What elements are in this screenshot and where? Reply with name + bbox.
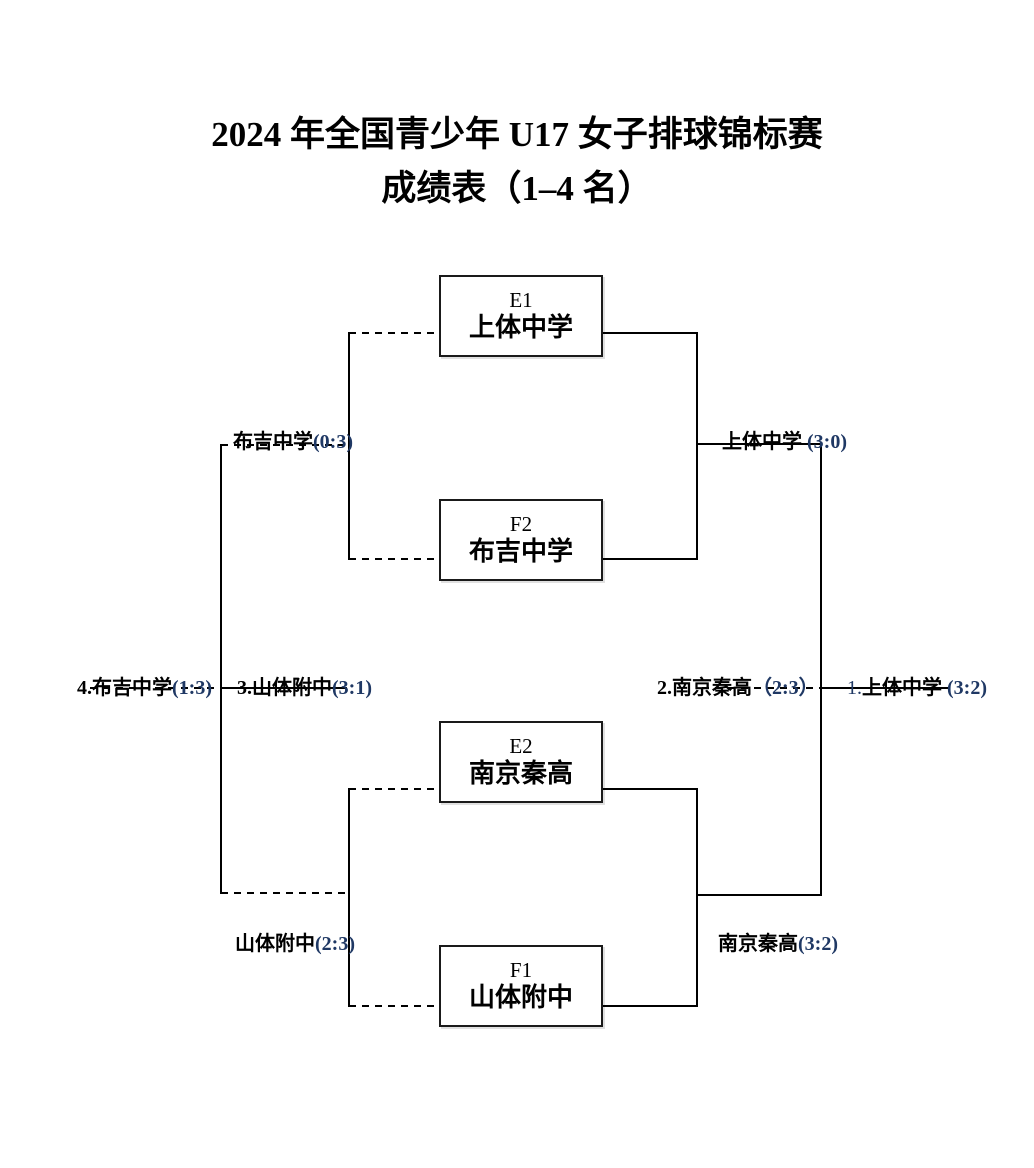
bracket-line-dashed-f2-left [349, 558, 439, 560]
bracket-line-dashed-f1-left [349, 1005, 439, 1007]
team-code: E2 [509, 734, 533, 758]
bracket-line-f1-right [603, 1005, 698, 1007]
bracket-line-semi2-winner [696, 894, 822, 896]
bracket-vertical-left-top [348, 332, 350, 560]
team-box-e1: E1 上体中学 [439, 275, 603, 357]
score-text: （2:3） [752, 677, 819, 699]
label-place3: 3.山体附中(3:1) [227, 648, 372, 700]
bracket-line-semi1-winner [696, 443, 822, 445]
bracket-line-place3 [221, 687, 347, 689]
bracket-line-dashed-place2 [702, 687, 820, 689]
page-title-line1: 2024 年全国青少年 U17 女子排球锦标赛 [211, 115, 823, 154]
team-code: F2 [509, 512, 533, 536]
team-name-text: 3.山体附中 [237, 677, 332, 699]
team-name-text: 4.布吉中学 [77, 677, 172, 699]
label-place1-champion: 1.上体中学 (3:2) [837, 648, 987, 700]
bracket-line-place1 [820, 687, 948, 689]
bracket-line-dashed-e2-left [349, 788, 439, 790]
bracket-line-dashed-semi2-loser [221, 892, 349, 894]
team-box-e2: E2 南京秦高 [439, 721, 603, 803]
score-text: (0:3) [313, 431, 353, 453]
team-name-text: 山体附中 [235, 933, 315, 955]
score-text: (3:2) [942, 677, 987, 699]
team-name: 山体附中 [468, 983, 573, 1012]
label-semifinal2-loser: 山体附中(2:3) [225, 904, 355, 956]
team-name-text: 上体中学 [862, 677, 942, 699]
bracket-line-dashed-semi1-loser [221, 444, 349, 446]
team-code: F1 [509, 958, 533, 982]
label-semifinal1-loser: 布吉中学(0:3) [223, 402, 353, 454]
team-name: 布吉中学 [468, 537, 573, 566]
bracket-line-e2-right [603, 788, 698, 790]
team-name-text: 南京秦高 [718, 933, 798, 955]
label-semifinal2-winner: 南京秦高(3:2) [708, 904, 838, 956]
score-text: (3:0) [802, 431, 847, 453]
bracket-vertical-left-bottom [348, 788, 350, 1007]
score-text: (3:1) [332, 677, 372, 699]
bracket-vertical-right-top [696, 332, 698, 560]
label-place2: 2.南京秦高（2:3） [647, 648, 819, 700]
bracket-vertical-final [820, 443, 822, 896]
team-box-f1: F1 山体附中 [439, 945, 603, 1027]
team-name: 上体中学 [468, 313, 573, 342]
page-title-line2: 成绩表（1–4 名） [381, 169, 653, 208]
bracket-line-dashed-place4 [90, 687, 221, 689]
bracket-vertical-right-bottom [696, 788, 698, 1007]
score-text: (3:2) [798, 933, 838, 955]
team-name-text: 上体中学 [722, 431, 802, 453]
team-name-text: 2.南京秦高 [657, 677, 752, 699]
rank-prefix-text: 1. [847, 677, 862, 699]
bracket-line-f2-right [603, 558, 698, 560]
label-place4: 4.布吉中学(1:3) [67, 648, 212, 700]
score-text: (2:3) [315, 933, 355, 955]
team-name: 南京秦高 [468, 759, 573, 788]
bracket-line-dashed-e1-left [349, 332, 439, 334]
team-code: E1 [509, 288, 533, 312]
bracket-line-e1-right [603, 332, 698, 334]
score-text: (1:3) [172, 677, 212, 699]
label-semifinal1-winner: 上体中学 (3:0) [712, 402, 847, 454]
bracket-vertical-third-place [220, 444, 222, 894]
team-name-text: 布吉中学 [233, 431, 313, 453]
team-box-f2: F2 布吉中学 [439, 499, 603, 581]
